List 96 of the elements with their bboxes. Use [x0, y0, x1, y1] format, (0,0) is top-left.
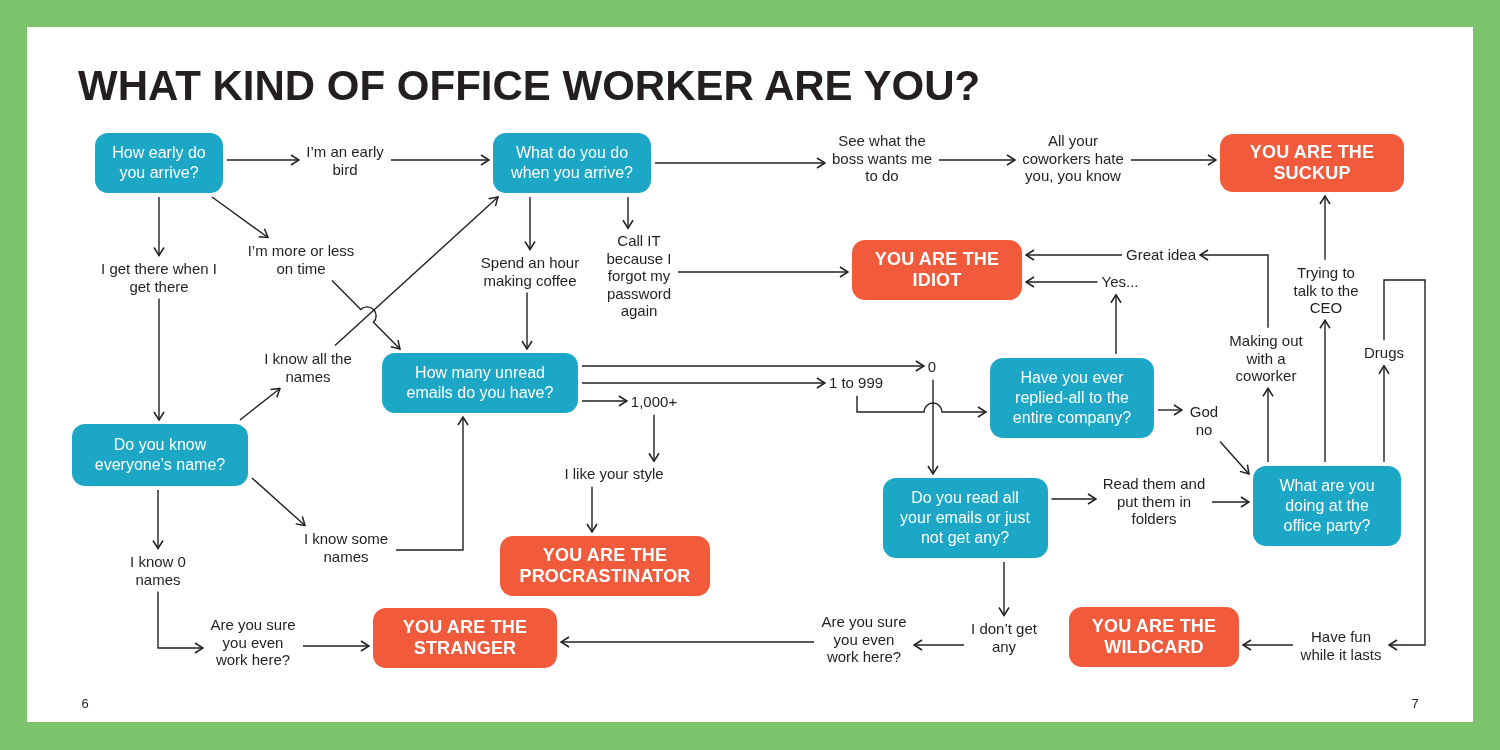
- arrow: [586, 486, 598, 533]
- answer-text: Are you sure you even work here?: [818, 612, 910, 666]
- arrow: [157, 590, 204, 654]
- question-box: [72, 424, 248, 486]
- arrow: [390, 154, 490, 166]
- answer-text: See what the boss wants me to do: [829, 131, 935, 185]
- page-number: 7: [1411, 695, 1419, 711]
- arrow: [334, 196, 499, 347]
- arrow: [1130, 154, 1217, 166]
- answer-text: 1 to 999: [828, 374, 884, 392]
- arrow: [153, 297, 165, 421]
- answer-text: Trying to talk to the CEO: [1290, 263, 1362, 317]
- result-box: [1220, 134, 1404, 192]
- answer-text: Yes...: [1101, 273, 1139, 291]
- answer-text: All your coworkers hate you, you know: [1019, 131, 1127, 185]
- question-box: [493, 133, 651, 193]
- result-text: YOU ARE THE SUCKUP: [1248, 142, 1376, 184]
- arrow: [302, 640, 370, 652]
- arrow: [1219, 440, 1250, 475]
- question-text: How early do you arrive?: [111, 143, 207, 183]
- arrow: [581, 360, 925, 372]
- answer-text: I know some names: [300, 529, 392, 565]
- result-box: [852, 240, 1022, 300]
- answer-text: I get there when I get there: [97, 259, 221, 295]
- arrow: [1319, 195, 1331, 261]
- answer-text: I’m an early bird: [303, 142, 387, 178]
- answer-text: Have fun while it lasts: [1297, 627, 1385, 663]
- answer-text: I’m more or less on time: [245, 241, 357, 277]
- arrow: [560, 636, 815, 648]
- arrow: [938, 154, 1016, 166]
- answer-text: I don’t get any: [968, 619, 1040, 655]
- answer-text: Are you sure you even work here?: [207, 615, 299, 669]
- result-text: YOU ARE THE IDIOT: [873, 249, 1001, 291]
- result-text: YOU ARE THE WILDCARD: [1090, 616, 1218, 658]
- arrow: [654, 157, 826, 169]
- arrow: [927, 379, 939, 475]
- question-text: Do you know everyone’s name?: [93, 435, 227, 475]
- question-box: [882, 478, 1048, 558]
- question-box: [382, 353, 578, 413]
- arrow: [239, 387, 281, 421]
- arrow: [1199, 249, 1269, 329]
- arrow: [153, 196, 165, 257]
- answer-text: I know 0 names: [126, 552, 190, 588]
- result-box: [1069, 607, 1239, 667]
- arrow: [1050, 493, 1097, 505]
- answer-text: Spend an hour making coffee: [478, 253, 582, 289]
- arrow: [648, 414, 660, 462]
- answer-text: Call IT because I forgot my password again: [604, 232, 674, 320]
- arrow: [152, 489, 164, 550]
- answer-text: I know all the names: [261, 349, 355, 385]
- arrow: [524, 196, 536, 251]
- arrow: [1383, 279, 1426, 651]
- result-box: [500, 536, 710, 596]
- answer-text: Making out with a coworker: [1226, 331, 1306, 385]
- arrow: [251, 477, 306, 527]
- arrow: [226, 154, 300, 166]
- question-text: What do you do when you arrive?: [510, 143, 634, 183]
- answer-text: Read them and put them in folders: [1100, 474, 1208, 528]
- arrow: [1025, 249, 1123, 261]
- result-box: [373, 608, 557, 668]
- arrow: [1157, 404, 1183, 416]
- question-box: [95, 133, 223, 193]
- question-text: How many unread emails do you have?: [405, 363, 555, 403]
- answer-text: Great idea: [1126, 246, 1196, 264]
- arrow: [211, 196, 269, 239]
- result-text: YOU ARE THE STRANGER: [401, 617, 529, 659]
- arrow: [331, 279, 401, 350]
- arrow: [521, 291, 533, 350]
- question-text: Have you ever replied-all to the entire company?: [1011, 368, 1133, 428]
- arrow: [1242, 639, 1294, 651]
- question-text: What are you doing at the office party?: [1278, 476, 1376, 536]
- arrow: [856, 395, 987, 418]
- answer-text: God no: [1186, 402, 1222, 438]
- arrow: [1211, 496, 1250, 508]
- arrow: [581, 377, 826, 389]
- answer-text: 0: [927, 358, 937, 376]
- arrow: [1025, 276, 1099, 288]
- result-text: YOU ARE THE PROCRASTINATOR: [518, 545, 692, 587]
- page-number: 6: [81, 695, 89, 711]
- question-text: Do you read all your emails or just not get any?: [899, 488, 1031, 548]
- answer-text: 1,000+: [630, 393, 678, 411]
- question-box: [990, 358, 1154, 438]
- title: WHAT KIND OF OFFICE WORKER ARE YOU?: [78, 61, 981, 111]
- answer-text: I like your style: [564, 465, 664, 483]
- arrow: [622, 196, 634, 229]
- question-box: [1253, 466, 1401, 546]
- arrow: [581, 395, 628, 407]
- arrow: [1378, 365, 1390, 463]
- arrow: [1319, 319, 1331, 463]
- arrow: [677, 266, 849, 278]
- answer-text: Drugs: [1364, 344, 1404, 362]
- arrow: [913, 639, 965, 651]
- arrow: [395, 416, 469, 551]
- arrow: [998, 561, 1010, 617]
- arrow: [1262, 387, 1274, 463]
- arrow: [1110, 294, 1122, 355]
